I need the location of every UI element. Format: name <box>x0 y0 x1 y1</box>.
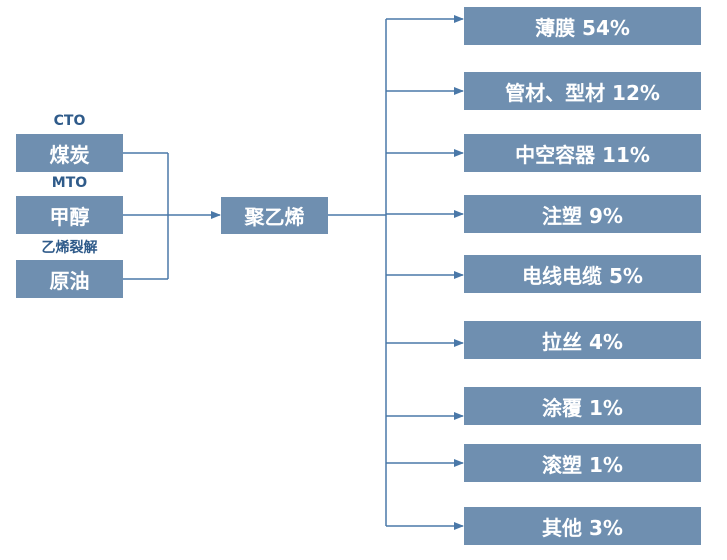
use-box-coating: 涂覆 1% <box>464 387 701 425</box>
use-box-film: 薄膜 54% <box>464 7 701 45</box>
use-box-wire-drawing: 拉丝 4% <box>464 321 701 359</box>
source-box-crude-oil: 原油 <box>16 260 123 298</box>
use-box-hollow-container: 中空容器 11% <box>464 134 701 172</box>
use-box-injection: 注塑 9% <box>464 195 701 233</box>
use-box-wire-cable: 电线电缆 5% <box>464 255 701 293</box>
source-box-coal: 煤炭 <box>16 134 123 172</box>
source-label-mto: MTO <box>51 175 88 191</box>
use-box-pipe-profile: 管材、型材 12% <box>464 72 701 110</box>
source-box-methanol: 甲醇 <box>16 196 123 234</box>
use-box-other: 其他 3% <box>464 507 701 545</box>
center-box-polyethylene: 聚乙烯 <box>221 197 328 234</box>
source-label-ethylene-cracking: 乙烯裂解 <box>41 240 98 256</box>
use-box-rotomolding: 滚塑 1% <box>464 444 701 482</box>
source-label-cto: CTO <box>53 113 86 129</box>
